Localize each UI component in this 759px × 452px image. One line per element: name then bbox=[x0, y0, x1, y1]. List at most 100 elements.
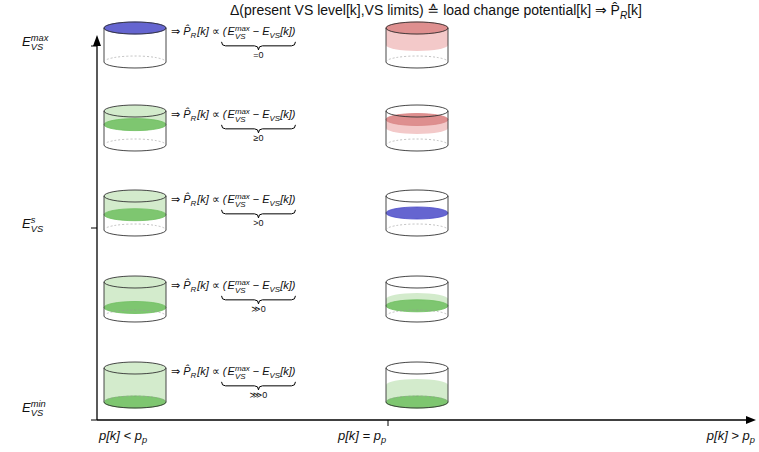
cylinder-side bbox=[104, 111, 105, 145]
math-text: − bbox=[253, 108, 259, 120]
level-ellipse bbox=[104, 119, 166, 131]
underbrace-label: ⋙0 bbox=[250, 390, 268, 400]
underbrace bbox=[222, 210, 296, 218]
index-stack: maxVS bbox=[235, 108, 250, 124]
superscript: s bbox=[31, 216, 43, 225]
cylinder-base bbox=[104, 139, 166, 151]
subscript: R bbox=[191, 285, 197, 294]
subscript: VS bbox=[270, 31, 281, 40]
cylinder-top bbox=[104, 362, 166, 374]
cylinder-shade bbox=[104, 396, 166, 408]
math-symbol: E bbox=[228, 193, 235, 205]
underbrace-label: =0 bbox=[253, 50, 263, 60]
underbrace-label-box: ≫0 bbox=[251, 304, 265, 315]
cylinder-base-back bbox=[104, 56, 166, 62]
math-symbol: [k]) bbox=[280, 25, 295, 37]
cylinder-top bbox=[386, 105, 448, 117]
cylinder-base-edge bbox=[104, 145, 166, 151]
math-symbol: [k] ∝ ( bbox=[197, 365, 226, 377]
math-symbol: [k]) bbox=[280, 108, 295, 120]
level-ellipse bbox=[386, 396, 448, 408]
cylinder-shade bbox=[104, 302, 166, 314]
cylinder-side bbox=[386, 368, 387, 402]
cylinder-base-edge bbox=[386, 402, 448, 408]
proportionality-formula: ⇒P̂R[k] ∝ (EmaxVS−EVS[k]) bbox=[171, 108, 295, 124]
cylinder-shade bbox=[104, 119, 166, 131]
underbrace bbox=[222, 296, 296, 304]
cylinder-side bbox=[386, 111, 387, 145]
superscript: max bbox=[235, 108, 250, 116]
cylinder-group bbox=[104, 22, 448, 408]
subscript: VS bbox=[31, 43, 49, 52]
cylinder-top bbox=[386, 276, 448, 288]
cylinder-side bbox=[104, 282, 105, 316]
subscript: VS bbox=[235, 201, 250, 209]
axis-tick bbox=[388, 420, 389, 426]
cylinder-top bbox=[104, 105, 166, 117]
underbrace-label: ≫0 bbox=[251, 304, 265, 314]
subscript: R bbox=[191, 199, 197, 208]
cylinder-side bbox=[448, 28, 449, 62]
superscript: max bbox=[235, 193, 250, 201]
cylinder-shade bbox=[104, 105, 166, 117]
superscript: max bbox=[235, 279, 250, 287]
math-text: ⇒ bbox=[171, 365, 180, 377]
index-stack: maxVS bbox=[31, 34, 49, 53]
axis-price-label: p[k] > pp bbox=[707, 428, 755, 446]
cylinder-base bbox=[386, 396, 448, 408]
underbrace bbox=[222, 42, 296, 50]
math-symbol: [k] ∝ ( bbox=[197, 25, 226, 37]
cylinder-top bbox=[386, 362, 448, 374]
cylinder-top bbox=[386, 22, 448, 34]
cylinder-base-back bbox=[386, 56, 448, 62]
cylinder-top bbox=[104, 276, 166, 288]
cylinder-shade bbox=[104, 190, 166, 202]
cylinder-side bbox=[386, 282, 387, 316]
cylinder-base-edge bbox=[386, 62, 448, 68]
math-text: ⇒ bbox=[171, 108, 180, 120]
math-symbol: [k] ∝ ( bbox=[197, 108, 226, 120]
underbrace-label-box: >0 bbox=[253, 218, 263, 229]
cylinder-base-edge bbox=[386, 145, 448, 151]
cylinder-side bbox=[166, 368, 167, 402]
cylinder-side bbox=[166, 28, 167, 62]
superscript: max bbox=[235, 365, 250, 373]
cylinder-shade bbox=[386, 396, 448, 408]
cylinder-base-back bbox=[386, 310, 448, 316]
index-stack: maxVS bbox=[235, 279, 250, 295]
cylinder-side bbox=[386, 196, 387, 230]
math-symbol: P̂ bbox=[183, 365, 190, 377]
cylinder-shade bbox=[104, 276, 166, 288]
title-line: Δ(present VS level[k],VS limits) ≙ load … bbox=[230, 2, 642, 22]
math-text: ⇒ bbox=[171, 279, 180, 291]
cylinder-side bbox=[386, 28, 387, 62]
math-text: − bbox=[253, 193, 259, 205]
axis-level-label: EmaxVS bbox=[22, 34, 48, 53]
underbrace-label-box: ⋙0 bbox=[250, 390, 268, 401]
cylinder-top bbox=[104, 22, 166, 34]
y-axis-arrow bbox=[93, 35, 101, 46]
math-symbol: E bbox=[228, 365, 235, 377]
underbrace-label-box: ≥0 bbox=[254, 133, 264, 144]
x-axis bbox=[97, 419, 748, 420]
math-symbol: p[k] = p bbox=[338, 428, 381, 443]
math-text: − bbox=[253, 365, 259, 377]
math-symbol: [k]) bbox=[280, 279, 295, 291]
math-symbol: E bbox=[262, 193, 269, 205]
cylinder-base bbox=[386, 224, 448, 236]
axis-level-label: EminVS bbox=[22, 400, 46, 419]
cylinder-side bbox=[166, 282, 167, 316]
cylinder-base-back bbox=[104, 224, 166, 230]
index-stack: minVS bbox=[31, 400, 46, 419]
cylinder-base-edge bbox=[104, 316, 166, 322]
cylinder-base bbox=[104, 396, 166, 408]
subscript: p bbox=[750, 435, 755, 445]
math-text: ⇒ bbox=[171, 193, 180, 205]
axis-tick bbox=[91, 46, 97, 47]
subscript: R bbox=[191, 114, 197, 123]
cylinder-side bbox=[104, 28, 105, 62]
x-axis-arrow bbox=[746, 416, 756, 424]
underbrace-label: ≥0 bbox=[254, 133, 264, 143]
math-symbol: [k]) bbox=[280, 193, 295, 205]
